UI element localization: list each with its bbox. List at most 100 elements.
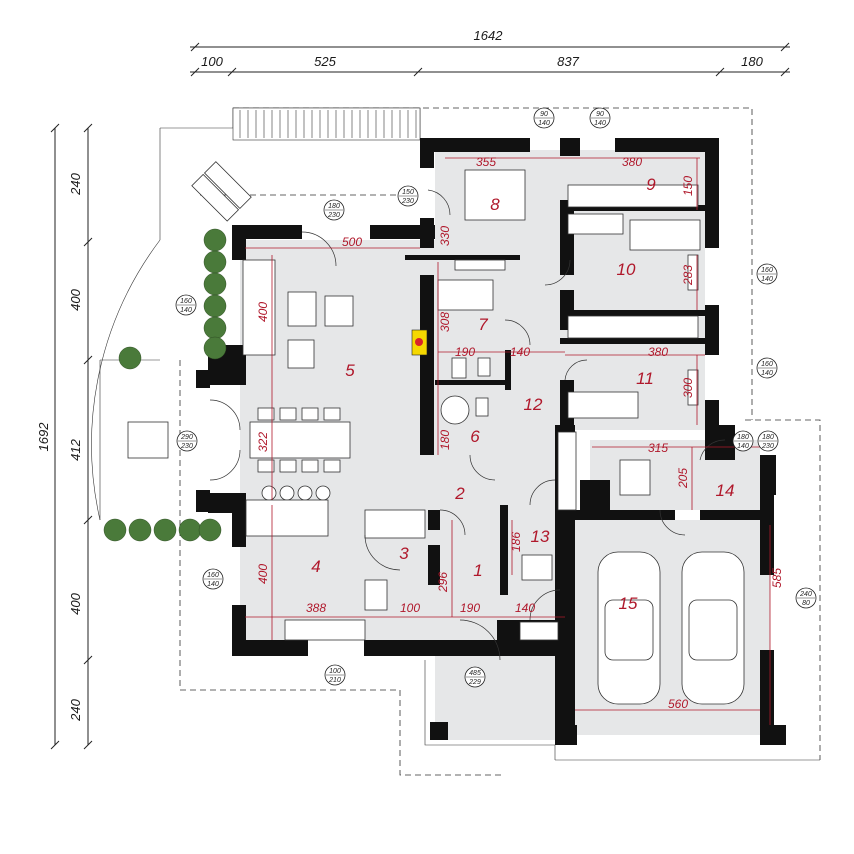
dim-left-seg-2: 400	[68, 288, 83, 310]
window-width: 90	[540, 111, 548, 118]
plant	[103, 518, 127, 542]
room-14: 14	[716, 481, 735, 500]
dim-400b: 400	[256, 564, 270, 584]
dim-tick	[780, 67, 790, 77]
dim-186: 186	[509, 532, 523, 552]
room-12: 12	[524, 395, 543, 414]
dining-chair	[301, 407, 319, 421]
inner-dim-labels: 500 400 322 400 388 100 190 140 296 186 …	[256, 155, 784, 711]
dim-tick	[190, 42, 200, 52]
room-4: 4	[311, 557, 320, 576]
dim-205: 205	[676, 468, 690, 489]
window-height: 230	[180, 443, 193, 450]
room-numbers: 1 2 3 4 5 6 7 8 9 10 11 12 13 14 15	[311, 175, 734, 613]
window-width: 485	[469, 670, 481, 677]
dim-tick	[83, 740, 93, 750]
dim-296: 296	[436, 572, 450, 593]
dim-tick	[413, 67, 423, 77]
dim-585: 585	[770, 568, 784, 588]
dim-330: 330	[438, 226, 452, 246]
deck-chair	[191, 161, 252, 222]
room-5: 5	[345, 361, 355, 380]
window-height: 140	[180, 307, 192, 314]
dim-left-total: 1692	[36, 422, 51, 452]
fire-icon	[415, 338, 423, 346]
dim-left-seg-1: 240	[68, 172, 83, 195]
window-width: 180	[328, 203, 340, 210]
window-height: 230	[761, 443, 774, 450]
dim-left-seg-5: 240	[68, 698, 83, 721]
dim-180: 180	[438, 430, 452, 450]
dim-380b: 380	[648, 345, 668, 359]
dim-tick	[83, 515, 93, 525]
window-height: 140	[761, 276, 773, 283]
bar-stool	[315, 485, 331, 501]
dim-top-seg-2: 525	[314, 54, 336, 69]
window-width: 290	[180, 434, 193, 441]
room-1: 1	[473, 561, 482, 580]
plant	[203, 228, 227, 252]
window-width: 100	[329, 668, 341, 675]
walls	[196, 138, 786, 745]
room-7: 7	[478, 315, 488, 334]
dining-chair	[279, 407, 297, 421]
outer-dimensions	[50, 42, 790, 750]
room-11: 11	[636, 369, 654, 388]
dining-chair	[279, 459, 297, 473]
dining-chair	[257, 407, 275, 421]
dim-560: 560	[668, 697, 688, 711]
window-width: 160	[761, 267, 773, 274]
room-3: 3	[399, 544, 409, 563]
room-8: 8	[490, 195, 500, 214]
doors	[209, 189, 726, 661]
dim-140a: 140	[515, 601, 535, 615]
plant	[203, 316, 227, 340]
window-height: 140	[207, 581, 219, 588]
plant	[203, 250, 227, 274]
inner-dim-lines	[245, 157, 771, 725]
dim-322: 322	[256, 432, 270, 452]
dim-190b: 190	[455, 345, 475, 359]
dim-left-seg-4: 400	[68, 592, 83, 614]
window-height: 140	[594, 120, 606, 127]
dim-100: 100	[400, 601, 420, 615]
plant	[153, 518, 177, 542]
window-width: 240	[799, 591, 812, 598]
dining-chair	[257, 459, 275, 473]
dim-tick	[83, 355, 93, 365]
dim-tick	[50, 740, 60, 750]
dim-tick	[83, 123, 93, 133]
dim-tick	[83, 237, 93, 247]
dim-300: 300	[681, 378, 695, 398]
dim-190a: 190	[460, 601, 480, 615]
plant	[128, 518, 152, 542]
dim-355: 355	[476, 155, 496, 169]
plant	[203, 336, 227, 360]
window-width: 180	[737, 434, 749, 441]
window-height: 229	[468, 679, 481, 686]
window-height: 230	[401, 198, 414, 205]
dim-283: 283	[681, 265, 695, 286]
room-9: 9	[646, 175, 656, 194]
window-height: 230	[327, 212, 340, 219]
dim-left-seg-3: 412	[68, 438, 83, 460]
bar-stool	[297, 485, 313, 501]
window-width: 180	[762, 434, 774, 441]
window-width: 160	[180, 298, 192, 305]
dim-tick	[50, 123, 60, 133]
plant	[178, 518, 202, 542]
bar-stool	[279, 485, 295, 501]
room-15: 15	[619, 594, 638, 613]
dim-tick	[227, 67, 237, 77]
furniture	[103, 161, 745, 705]
window-height: 140	[761, 370, 773, 377]
